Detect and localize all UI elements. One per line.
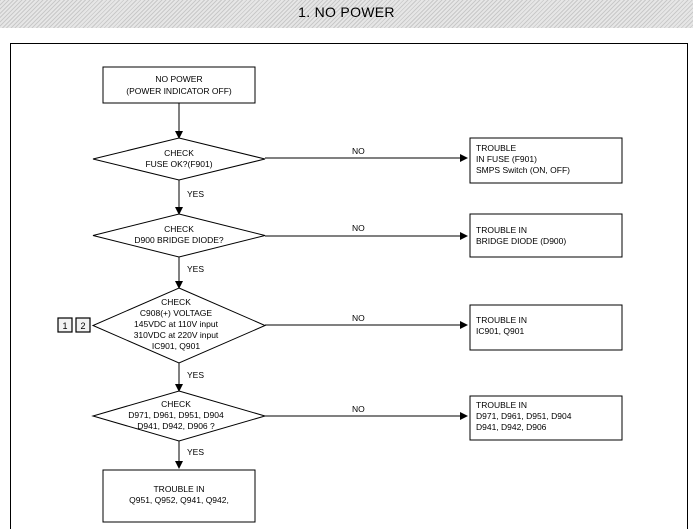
- svg-text:145VDC at 110V input: 145VDC at 110V input: [134, 319, 219, 329]
- svg-text:C908(+) VOLTAGE: C908(+) VOLTAGE: [140, 308, 213, 318]
- svg-text:IC901, Q901: IC901, Q901: [476, 326, 524, 336]
- svg-text:TROUBLE IN: TROUBLE IN: [476, 225, 527, 235]
- reference-badge-1: 1: [57, 317, 73, 333]
- node-trouble-fuse: TROUBLE IN FUSE (F901) SMPS Switch (ON, …: [469, 137, 623, 184]
- svg-text:1: 1: [62, 321, 67, 331]
- label-no-3: NO: [352, 313, 365, 323]
- page-title: 1. NO POWER: [298, 4, 395, 20]
- svg-text:D900 BRIDGE DIODE?: D900 BRIDGE DIODE?: [134, 235, 224, 245]
- node-start: NO POWER (POWER INDICATOR OFF): [102, 66, 256, 104]
- node-decision-bridge-diode: CHECK D900 BRIDGE DIODE?: [92, 213, 266, 258]
- flowchart-frame: [10, 43, 688, 529]
- node-trouble-ic901: TROUBLE IN IC901, Q901: [469, 304, 623, 351]
- svg-text:TROUBLE IN: TROUBLE IN: [153, 484, 204, 494]
- reference-badge-2: 2: [75, 317, 91, 333]
- svg-text:IN FUSE (F901): IN FUSE (F901): [476, 154, 537, 164]
- svg-text:2: 2: [80, 321, 85, 331]
- label-no-2: NO: [352, 223, 365, 233]
- svg-text:CHECK: CHECK: [161, 297, 191, 307]
- node-decision-c908-voltage: CHECK C908(+) VOLTAGE 145VDC at 110V inp…: [91, 287, 267, 364]
- node-trouble-diodes: TROUBLE IN D971, D961, D951, D904 D941, …: [469, 395, 623, 441]
- svg-text:D941, D942, D906 ?: D941, D942, D906 ?: [137, 421, 215, 431]
- node-decision-fuse: CHECK FUSE OK?(F901): [92, 137, 266, 181]
- title-bar: 1. NO POWER: [0, 0, 693, 28]
- label-yes-4: YES: [187, 447, 204, 457]
- svg-text:CHECK: CHECK: [164, 148, 194, 158]
- svg-text:Q951, Q952, Q941, Q942,: Q951, Q952, Q941, Q942,: [129, 495, 229, 505]
- svg-text:TROUBLE IN: TROUBLE IN: [476, 400, 527, 410]
- svg-text:BRIDGE DIODE (D900): BRIDGE DIODE (D900): [476, 236, 566, 246]
- svg-text:SMPS Switch (ON, OFF): SMPS Switch (ON, OFF): [476, 165, 570, 175]
- svg-text:D971, D961, D951, D904: D971, D961, D951, D904: [128, 410, 224, 420]
- svg-text:FUSE OK?(F901): FUSE OK?(F901): [145, 159, 212, 169]
- node-trouble-bridge-diode: TROUBLE IN BRIDGE DIODE (D900): [469, 213, 623, 258]
- no-connectors: [265, 154, 468, 420]
- svg-text:310VDC at 220V input: 310VDC at 220V input: [134, 330, 219, 340]
- svg-text:TROUBLE IN: TROUBLE IN: [476, 315, 527, 325]
- svg-text:CHECK: CHECK: [161, 399, 191, 409]
- label-yes-2: YES: [187, 264, 204, 274]
- svg-text:IC901, Q901: IC901, Q901: [152, 341, 200, 351]
- svg-text:TROUBLE: TROUBLE: [476, 143, 516, 153]
- svg-text:(POWER INDICATOR OFF): (POWER INDICATOR OFF): [126, 86, 232, 96]
- svg-text:D971, D961, D951, D904: D971, D961, D951, D904: [476, 411, 572, 421]
- node-trouble-transistors: TROUBLE IN Q951, Q952, Q941, Q942,: [102, 469, 256, 523]
- label-yes-1: YES: [187, 189, 204, 199]
- svg-text:D941, D942, D906: D941, D942, D906: [476, 422, 547, 432]
- svg-text:NO POWER: NO POWER: [155, 74, 202, 84]
- svg-text:CHECK: CHECK: [164, 224, 194, 234]
- label-no-1: NO: [352, 146, 365, 156]
- node-decision-diodes: CHECK D971, D961, D951, D904 D941, D942,…: [91, 390, 267, 442]
- label-yes-3: YES: [187, 370, 204, 380]
- label-no-4: NO: [352, 404, 365, 414]
